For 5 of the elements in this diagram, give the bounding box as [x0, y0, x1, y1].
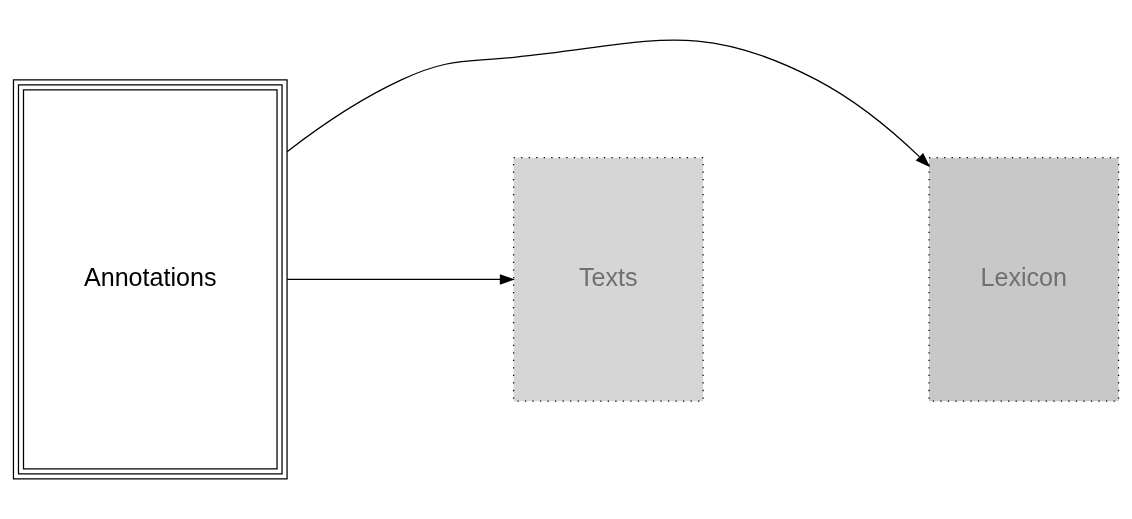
node-box: Texts	[512, 157, 704, 402]
node-box: Lexicon	[928, 157, 1120, 402]
arrow	[286, 274, 515, 285]
node-box: Annotations	[12, 79, 288, 480]
arrow	[286, 39, 931, 168]
